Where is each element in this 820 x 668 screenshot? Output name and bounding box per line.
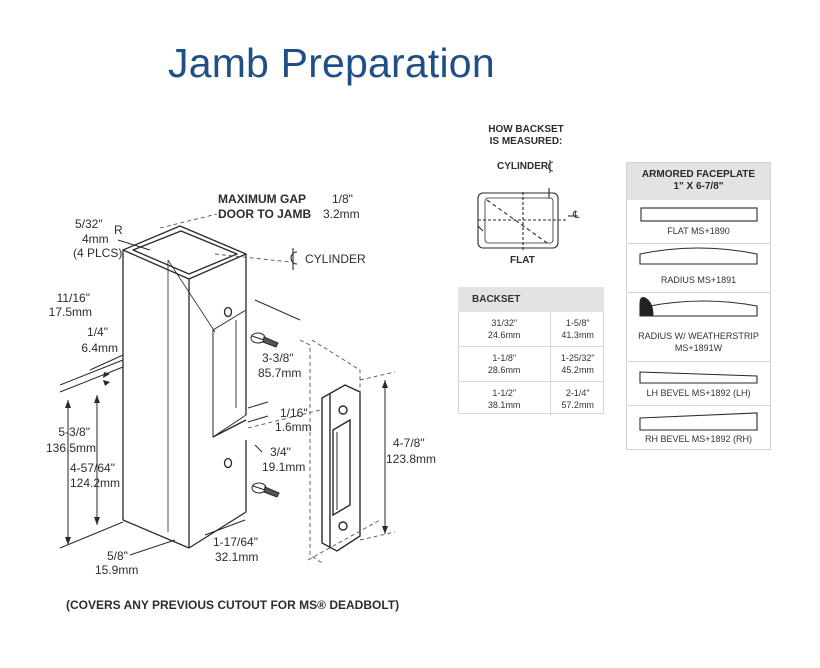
faceplate-header-line1: ARMORED FACEPLATE [641,169,756,180]
dim-11-16-in: 11/16" [56,291,90,305]
dim-1-16-mm: 1.6mm [275,420,312,434]
radius-mm: 4mm [82,232,109,246]
radius-r: R [114,223,123,237]
divider [627,292,770,293]
radius-profile-icon [639,247,758,265]
gap-label-line2: DOOR TO JAMB [218,207,312,221]
faceplate-item-lh-bevel: LH BEVEL MS+1892 (LH) [646,388,751,398]
faceplate-panel: ARMORED FACEPLATE 1" X 6-7/8" FLAT MS+18… [626,162,771,450]
dim-1-17-64-mm: 32.1mm [215,550,259,564]
gap-in: 1/8" [332,192,353,206]
divider [627,405,770,406]
faceplate-header: ARMORED FACEPLATE 1" X 6-7/8" [627,163,770,200]
backset-heading-2: IS MEASURED: [489,136,563,147]
lh-bevel-profile-icon [639,371,758,384]
faceplate-item-radius: RADIUS MS+1891 [660,275,737,285]
dim-3-3-8-in: 3-3/8" [262,351,294,365]
weatherstrip-icon [639,297,654,317]
dim-3-3-8-mm: 85.7mm [258,366,302,380]
dim-3-4-mm: 19.1mm [262,460,306,474]
faceplate-header-line2: 1" X 6-7/8" [673,181,724,192]
strike-plate [321,384,361,552]
dim-5-8-in: 5/8" [107,549,128,563]
centerline-icon [290,248,298,270]
dim-5-3-8-in: 5-3/8" [58,425,90,439]
table-cell: 2-1/4"57.2mm [561,388,594,410]
divider [627,243,770,244]
footnote: (COVERS ANY PREVIOUS CUTOUT FOR MS® DEAD… [66,598,400,612]
table-row: 1-1/2"38.1mm 2-1/4"57.2mm [458,381,604,416]
dim-5-3-8-mm: 136.5mm [45,441,96,455]
backset-cylinder-label: CYLINDER [497,161,549,172]
table-row: 31/32"24.6mm 1-5/8"41.3mm [458,312,604,347]
table-cell: 1-1/2"38.1mm [458,381,552,416]
dimension-arrows [65,372,388,545]
table-cell: 31/32"24.6mm [458,312,552,347]
backset-section-diagram [477,188,578,252]
table-cell: 1-5/8"41.3mm [550,312,604,347]
radius-in: 5/32" [75,217,103,231]
dim-1-4-in: 1/4" [87,325,108,339]
flat-profile-icon [640,207,758,222]
table-cell: 1-25/32"45.2mm [550,346,604,382]
radius-plcs: (4 PLCS) [73,246,123,260]
faceplate-item-weatherstrip-part: MS+1891W [674,343,723,353]
radius-weatherstrip-profile-icon [649,300,758,317]
faceplate-item-rh-bevel: RH BEVEL MS+1892 (RH) [645,434,752,444]
dim-1-4-mm: 6.4mm [81,341,118,355]
backset-flat-label: FLAT [510,255,535,266]
gap-label-line1: MAXIMUM GAP [218,192,306,206]
dim-1-16-in: 1/16" [280,406,308,420]
faceplate-item-weatherstrip: RADIUS W/ WEATHERSTRIP [638,331,759,341]
backset-table-header-blank [550,287,604,312]
dim-4-7-8-in: 4-7/8" [393,436,425,450]
dim-1-17-64-in: 1-17/64" [213,535,258,549]
table-cell: 1-1/8"28.6mm [458,346,552,382]
dim-4-57-64-mm: 124.2mm [70,476,121,490]
dim-4-7-8-mm: 123.8mm [386,452,437,466]
screws [250,332,280,498]
faceplate-item-flat: FLAT MS+1890 [667,226,730,236]
divider [627,361,770,362]
dim-3-4-in: 3/4" [270,445,291,459]
dashed-extension-lines [159,213,396,564]
rh-bevel-profile-icon [639,412,758,431]
table-row: 1-1/8"28.6mm 1-25/32"45.2mm [458,346,604,382]
backset-cl-symbol: ℄ [573,210,580,221]
dimension-lines [59,239,386,556]
jamb-profile [122,225,247,549]
dim-4-57-64-in: 4-57/64" [70,461,115,475]
cylinder-label: CYLINDER [305,252,366,266]
gap-mm: 3.2mm [323,207,360,221]
dim-5-8-mm: 15.9mm [95,563,139,577]
faceplate-profiles [639,207,758,431]
backset-heading-1: HOW BACKSET [488,124,564,135]
backset-table-header: BACKSET [458,287,551,312]
page-title: Jamb Preparation [168,40,495,86]
dim-11-16-mm: 17.5mm [48,305,92,319]
backset-cl-icon [548,160,554,173]
backset-table: BACKSET 31/32"24.6mm 1-5/8"41.3mm 1-1/8"… [458,287,604,416]
